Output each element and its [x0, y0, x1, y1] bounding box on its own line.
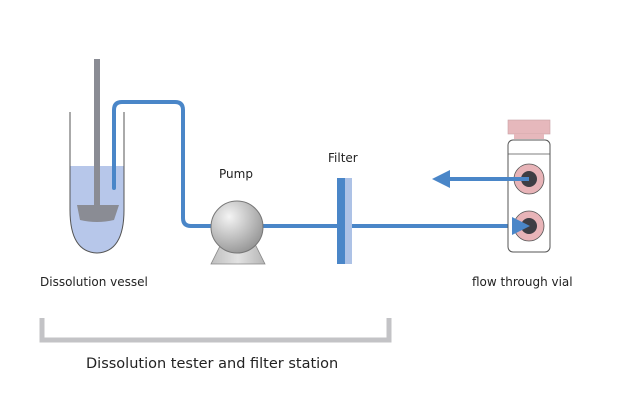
inflow-arrowhead-tip [512, 217, 530, 235]
vial-cap [507, 119, 551, 135]
filter-label: Filter [328, 151, 358, 165]
station-label: Dissolution tester and filter station [86, 356, 339, 372]
pump [210, 200, 266, 265]
tube-vessel-to-pump [112, 100, 214, 228]
pump-body [210, 200, 264, 254]
filter [337, 178, 352, 264]
outflow-arrowhead [432, 170, 450, 188]
stirrer-paddle [77, 205, 119, 222]
filter-membrane-dark [337, 178, 345, 264]
vessel-label: Dissolution vessel [40, 275, 148, 289]
vial-label: flow through vial [472, 275, 573, 289]
vial-neck [514, 134, 544, 139]
vessel-outline [69, 112, 125, 254]
pump-label: Pump [219, 167, 253, 181]
stirrer-shaft [94, 59, 100, 209]
dissolution-vessel [69, 59, 125, 254]
station-bracket [39, 318, 392, 343]
filter-membrane-light [345, 178, 352, 264]
